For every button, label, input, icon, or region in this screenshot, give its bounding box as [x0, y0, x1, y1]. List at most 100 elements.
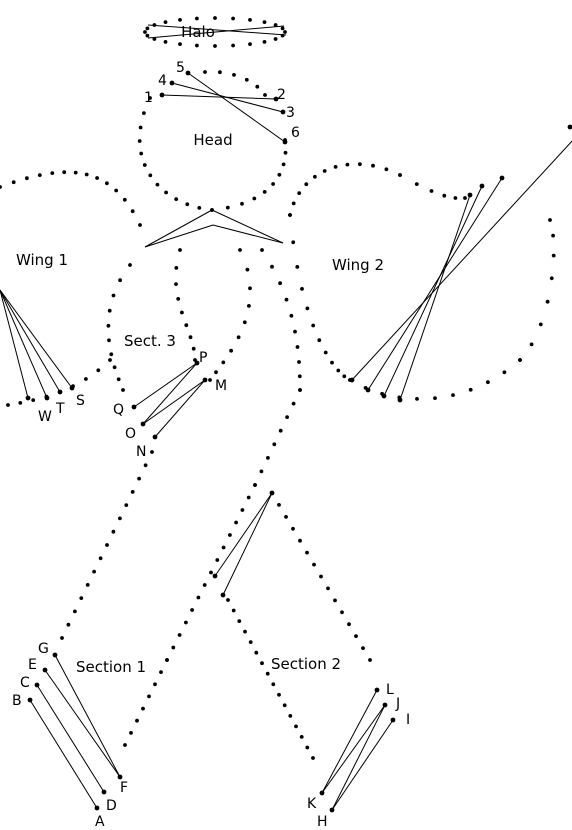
- sect-3-outline-dot: [174, 266, 179, 270]
- string-endpoint-G: [52, 652, 58, 658]
- wing-2-outline-dot: [548, 218, 552, 222]
- head-outline-dot: [271, 182, 275, 186]
- point-label-6: 6: [291, 125, 300, 141]
- sect-3-outline-dot: [184, 323, 189, 328]
- head-outline-dot: [139, 151, 144, 156]
- section-2-outline-dot: [291, 526, 295, 531]
- point-label-5: 5: [176, 60, 185, 76]
- body-outline-dot: [295, 345, 300, 349]
- body-outline-dot: [109, 352, 114, 357]
- wing-1-string: [0, 289, 48, 399]
- section-2-outline-dot: [277, 503, 281, 507]
- body-outline-dot: [297, 360, 301, 364]
- string-endpoint-W: [44, 395, 50, 401]
- point-label-P: P: [199, 350, 207, 366]
- leg-outline-dot: [105, 543, 109, 547]
- section-2-outline-dot: [294, 724, 298, 729]
- wing-2-outline-dot: [317, 338, 322, 343]
- leg-outline-dot: [73, 609, 77, 614]
- body-outline-dot: [278, 428, 283, 433]
- section-2-outline-dot: [305, 745, 310, 750]
- point-label-Q: Q: [113, 402, 124, 418]
- body-outline-dot: [116, 377, 121, 382]
- point-label-H: H: [317, 814, 328, 830]
- section-2-outline-dot: [248, 640, 253, 644]
- point-label-K: K: [307, 796, 317, 812]
- point-label-C: C: [20, 675, 30, 691]
- section-2-outline-dot: [305, 550, 309, 555]
- string-endpoint-L: [374, 687, 380, 693]
- wing-2-outline-dot: [371, 163, 375, 168]
- sect-3-string: [142, 362, 198, 425]
- string-endpoint-wing-2: [567, 124, 572, 130]
- wing-2-outline-dot: [323, 350, 328, 355]
- wing-2-outline-dot: [358, 162, 362, 167]
- body-outline-dot: [259, 469, 264, 474]
- wing-1-outline-dot: [37, 173, 42, 178]
- wing-1-outline-dot: [0, 185, 2, 189]
- section-2-outline-dot: [226, 598, 230, 602]
- neck-string: [144, 209, 213, 248]
- string-endpoint-n4: [169, 80, 175, 86]
- sect-3-outline-dot: [238, 248, 242, 252]
- string-endpoint-v: [220, 592, 226, 598]
- section-2-outline-dot: [354, 634, 358, 638]
- sect-3-outline-dot: [178, 248, 182, 252]
- head-outline-dot: [225, 205, 230, 210]
- string-endpoint-D: [101, 789, 107, 795]
- section-2-outline-dot: [260, 661, 264, 666]
- head-outline-dot: [137, 139, 142, 143]
- wing-2-outline-dot: [342, 374, 347, 379]
- wing-1-outline-dot: [130, 209, 135, 214]
- wing-2-outline-dot: [304, 182, 309, 187]
- neck-string: [212, 224, 284, 244]
- halo-dot: [163, 20, 168, 24]
- region-label-halo: Halo: [181, 23, 215, 41]
- head-outline-dot: [281, 162, 286, 167]
- string-endpoint-M: [202, 377, 208, 383]
- body-outline-dot: [128, 263, 132, 267]
- section-2-outline-dot: [284, 515, 288, 519]
- string-endpoint-Q: [131, 404, 137, 410]
- section-2-outline-dot: [319, 574, 323, 579]
- point-label-I: I: [406, 712, 410, 728]
- body-outline-dot: [291, 401, 296, 406]
- wing-2-outline-dot: [453, 196, 458, 200]
- wing-2-outline-dot: [295, 265, 300, 269]
- body-outline-dot: [112, 365, 117, 370]
- leg-outline-dot: [98, 556, 103, 561]
- wing-2-string: [383, 185, 483, 397]
- point-label-B: B: [12, 693, 22, 709]
- point-label-M: M: [215, 378, 227, 394]
- halo-dot: [273, 23, 278, 27]
- string-endpoint-P: [194, 360, 200, 366]
- wing-1-outline-dot: [84, 172, 89, 177]
- sect-3-outline-dot: [188, 335, 193, 340]
- halo-dot: [248, 42, 252, 46]
- sect-3-outline-dot: [208, 378, 212, 382]
- head-string: [187, 72, 286, 143]
- string-endpoint-n6: [282, 139, 288, 145]
- section-2-string: [331, 719, 394, 811]
- sect-3-outline-dot: [180, 310, 184, 315]
- head-string: [171, 82, 284, 113]
- leg-outline-dot: [79, 596, 84, 600]
- halo-dot: [178, 42, 182, 46]
- body-outline-dot: [121, 388, 125, 392]
- string-endpoint-F: [117, 774, 123, 780]
- halo-dot: [195, 43, 199, 48]
- sect-3-outline-dot: [242, 320, 247, 325]
- sect-3-string: [142, 379, 206, 425]
- section-1-outline-dot: [184, 620, 188, 625]
- region-label-wing-1: Wing 1: [16, 251, 68, 269]
- halo-dot: [283, 30, 287, 34]
- wing-1-outline-dot: [96, 368, 101, 373]
- halo-dot: [163, 40, 168, 44]
- wing-2-outline-dot: [288, 213, 292, 217]
- head-outline-dot: [197, 206, 202, 210]
- halo-dot: [195, 16, 199, 21]
- wing-2-string: [399, 194, 471, 401]
- section-2-outline-dot: [243, 629, 247, 634]
- body-outline-dot: [297, 374, 302, 379]
- dotted-outline-layer: [0, 16, 556, 760]
